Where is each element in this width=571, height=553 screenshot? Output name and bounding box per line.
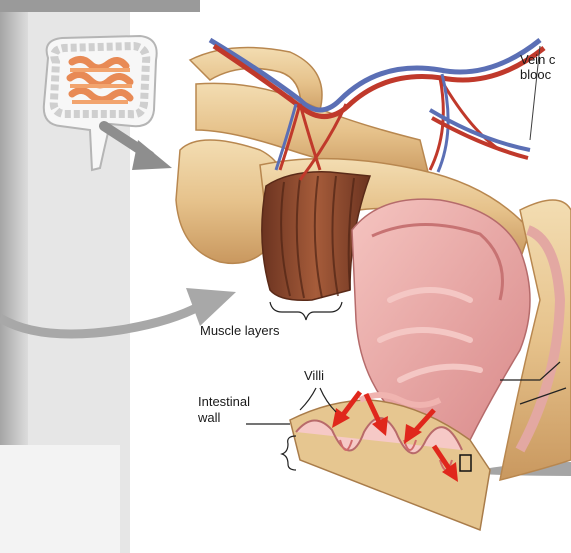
blood-label: blooc [520, 67, 551, 82]
muscle-layers-label: Muscle layers [200, 323, 279, 338]
villi-label: Villi [304, 368, 324, 383]
vein-label: Vein c [520, 52, 555, 67]
intestinal-label: Intestinal [198, 394, 250, 409]
wall-label: wall [198, 410, 220, 425]
